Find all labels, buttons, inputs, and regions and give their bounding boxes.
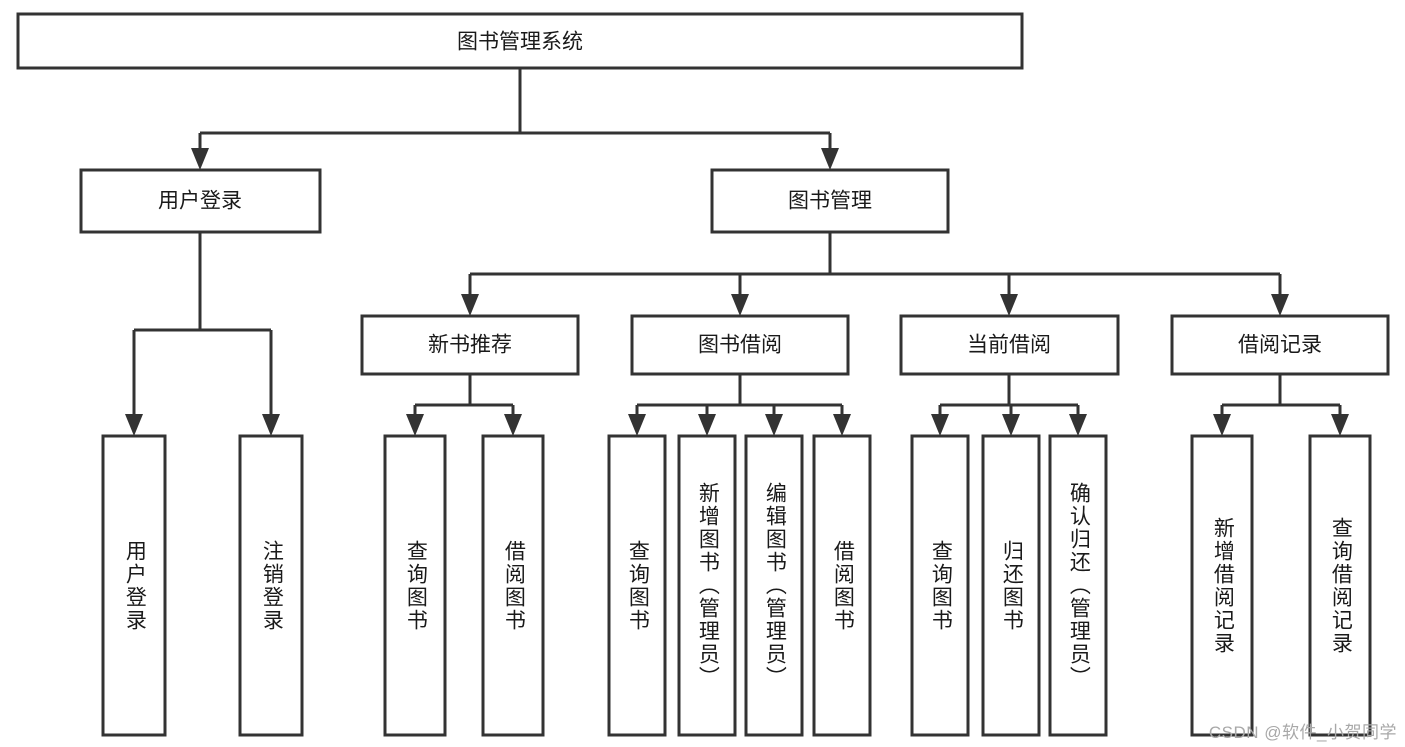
connector-group-book-mgmt [468, 232, 1282, 294]
leaf-box-logout[interactable] [238, 434, 304, 737]
leaf-box-edit-book-admin[interactable] [744, 434, 804, 737]
node-label-book-management: 图书管理 [788, 190, 872, 213]
arrow-to-leaf-borrow-book-1 [504, 414, 522, 436]
arrow-to-leaf-return-book [1002, 414, 1020, 436]
node-current-borrowing[interactable]: 当前借阅 [899, 314, 1120, 376]
node-root-book-management-system[interactable]: 图书管理系统 [16, 12, 1024, 70]
arrow-to-borrow-record [1271, 294, 1289, 316]
arrow-to-leaf-edit-book [765, 414, 783, 436]
arrow-root-to-user-login [191, 148, 209, 170]
arrow-to-leaf-query-book-3 [931, 414, 949, 436]
node-label-user-login: 用户登录 [158, 190, 242, 213]
node-book-management[interactable]: 图书管理 [710, 168, 950, 234]
arrow-to-current-borrow [1000, 294, 1018, 316]
arrow-to-leaf-add-record [1213, 414, 1231, 436]
connector-group-current-borrow [938, 374, 1080, 414]
leaf-box-add-book-admin[interactable] [677, 434, 737, 737]
connector-group-user-login [132, 232, 273, 414]
arrow-to-leaf-logout [262, 414, 280, 436]
node-label-current-borrowing: 当前借阅 [967, 334, 1051, 357]
node-user-login[interactable]: 用户登录 [79, 168, 322, 234]
leaf-box-query-book-1[interactable] [383, 434, 447, 737]
connector-group-book-borrow [635, 374, 844, 414]
arrow-to-book-borrow [731, 294, 749, 316]
node-label-root: 图书管理系统 [457, 31, 583, 54]
arrow-to-leaf-confirm-return [1069, 414, 1087, 436]
leaf-box-query-book-2[interactable] [607, 434, 667, 737]
connector-group-borrow-record [1220, 374, 1342, 414]
leaf-box-query-borrow-record[interactable] [1308, 434, 1372, 737]
node-label-borrowing-record: 借阅记录 [1238, 334, 1322, 357]
leaf-box-add-borrow-record[interactable] [1190, 434, 1254, 737]
arrow-root-to-book-mgmt [821, 148, 839, 170]
leaf-box-user-login[interactable] [101, 434, 167, 737]
arrow-to-leaf-user-login [125, 414, 143, 436]
leaf-box-confirm-return-admin[interactable] [1048, 434, 1108, 737]
node-label-new-book-recommend: 新书推荐 [428, 334, 512, 357]
arrow-to-leaf-query-record [1331, 414, 1349, 436]
arrow-to-leaf-query-book-2 [628, 414, 646, 436]
node-new-book-recommend[interactable]: 新书推荐 [360, 314, 580, 376]
leaf-box-query-book-3[interactable] [910, 434, 970, 737]
arrow-to-new-book-rec [461, 294, 479, 316]
leaf-box-return-book[interactable] [981, 434, 1041, 737]
arrow-to-leaf-borrow-book-2 [833, 414, 851, 436]
csdn-watermark: CSDN @软件_小贺同学 [1208, 723, 1397, 742]
arrow-to-leaf-query-book-1 [406, 414, 424, 436]
node-label-book-borrowing: 图书借阅 [698, 334, 782, 357]
node-borrowing-record[interactable]: 借阅记录 [1170, 314, 1390, 376]
connector-group-new-book-rec [413, 374, 515, 414]
arrow-to-leaf-add-book [698, 414, 716, 436]
connector-group-root [198, 68, 832, 148]
node-book-borrowing[interactable]: 图书借阅 [630, 314, 850, 376]
leaf-box-borrow-book-2[interactable] [812, 434, 872, 737]
leaf-box-borrow-book-1[interactable] [481, 434, 545, 737]
